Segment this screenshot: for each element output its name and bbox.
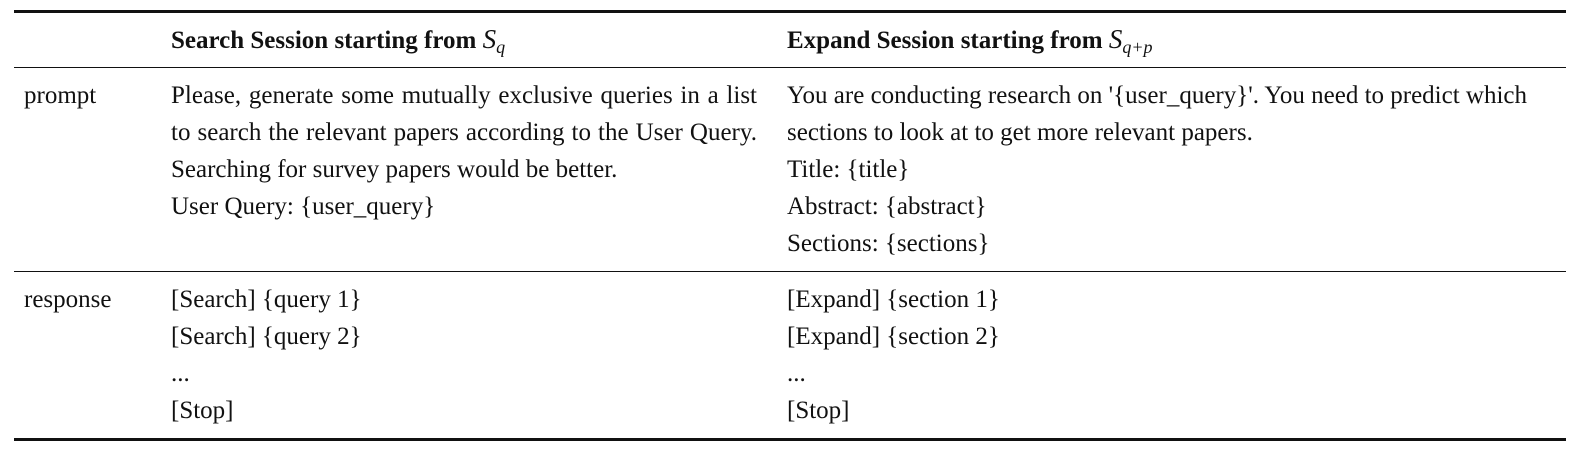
response-expand-line: [Expand] {section 2}: [787, 323, 1000, 350]
response-search-line: [Search] {query 2}: [171, 323, 362, 350]
header-search-math: Sq: [482, 24, 506, 57]
prompt-search-paragraph: Please, generate some mutually exclusive…: [171, 82, 757, 183]
header-expand-session: Expand Session starting from Sq+p: [787, 12, 1566, 68]
response-expand-line: ...: [787, 360, 806, 387]
row-label-prompt: prompt: [24, 82, 97, 109]
prompt-search-cell: Please, generate some mutually exclusive…: [171, 68, 787, 272]
prompt-template-table: Search Session starting from Sq Expand S…: [14, 10, 1566, 441]
response-search-line: ...: [171, 360, 190, 387]
prompt-search-line: User Query: {user_query}: [171, 193, 436, 220]
response-expand-line: [Stop]: [787, 397, 850, 424]
table-header: Search Session starting from Sq Expand S…: [14, 11, 1566, 68]
prompt-expand-line: Sections: {sections}: [787, 230, 990, 257]
response-expand-line: [Expand] {section 1}: [787, 286, 1000, 313]
table-body: prompt Please, generate some mutually ex…: [14, 68, 1566, 440]
response-search-cell: [Search] {query 1} [Search] {query 2} ..…: [171, 272, 787, 440]
prompt-expand-line: Title: {title}: [787, 156, 910, 183]
header-expand-text: Expand Session starting from: [787, 27, 1109, 54]
prompt-expand-line: Abstract: {abstract}: [787, 193, 987, 220]
header-search-text: Search Session starting from: [171, 27, 483, 54]
response-expand-cell: [Expand] {section 1} [Expand] {section 2…: [787, 272, 1566, 440]
header-search-symbol: S: [482, 24, 497, 54]
response-search-line: [Stop]: [171, 397, 234, 424]
header-search-session: Search Session starting from Sq: [171, 12, 787, 68]
header-expand-math: Sq+p: [1108, 24, 1153, 57]
table-row-response: response [Search] {query 1} [Search] {qu…: [14, 272, 1566, 440]
table-row-prompt: prompt Please, generate some mutually ex…: [14, 68, 1566, 272]
prompt-expand-cell: You are conducting research on '{user_qu…: [787, 68, 1566, 272]
header-label-cell: [14, 12, 171, 68]
response-search-line: [Search] {query 1}: [171, 286, 362, 313]
header-row: Search Session starting from Sq Expand S…: [14, 11, 1566, 68]
header-expand-subscript: q+p: [1122, 37, 1153, 57]
header-search-subscript: q: [496, 37, 506, 57]
header-expand-symbol: S: [1108, 24, 1123, 54]
prompt-expand-paragraph: You are conducting research on '{user_qu…: [787, 82, 1528, 146]
row-label-response: response: [24, 286, 112, 313]
session-table: Search Session starting from Sq Expand S…: [14, 10, 1566, 441]
